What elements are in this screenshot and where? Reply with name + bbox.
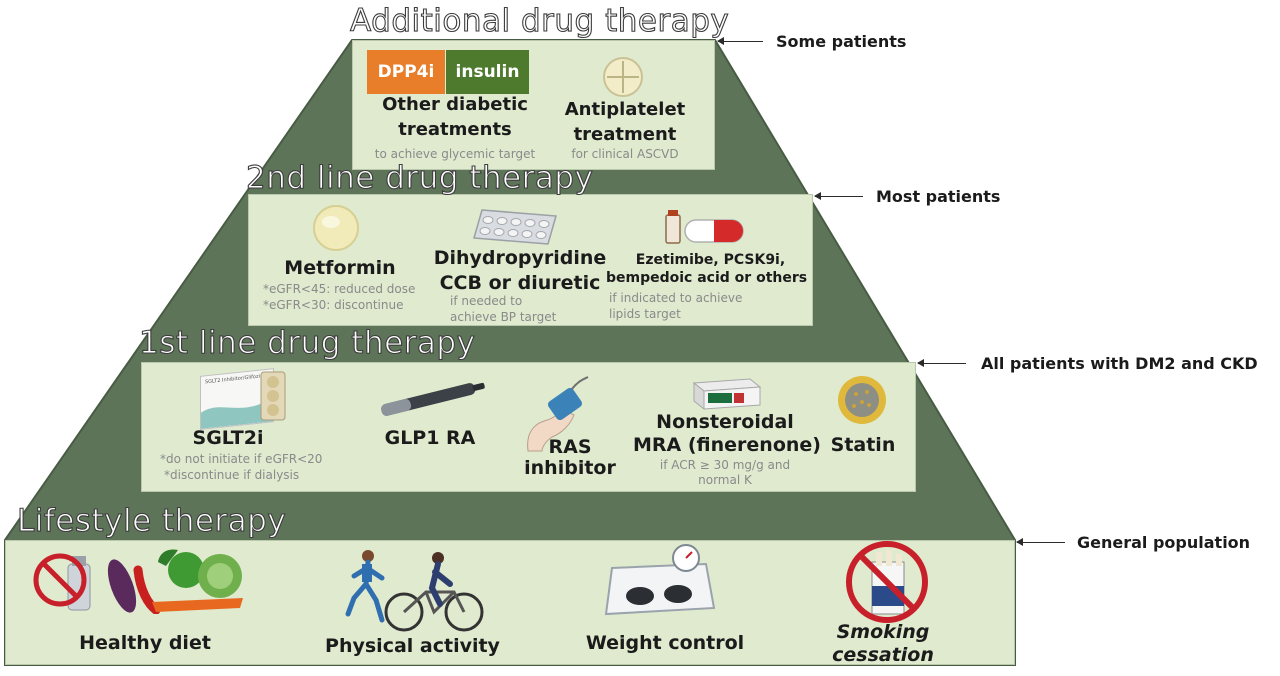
ccb-note-2: achieve BP target bbox=[450, 310, 557, 324]
ccb-label-line2: CCB or diuretic bbox=[439, 272, 601, 294]
other-diabetic-label-line1: Other diabetic bbox=[382, 94, 528, 115]
antiplatelet-label-line1: Antiplatelet bbox=[564, 99, 686, 120]
side-label-some-patients: Some patients bbox=[776, 32, 907, 51]
sglt2i-note-2: *discontinue if dialysis bbox=[164, 468, 300, 482]
side-label-all-patients: All patients with DM2 and CKD bbox=[981, 354, 1258, 373]
insulin-label: insulin bbox=[455, 62, 520, 82]
tier-lifestyle-title: Lifestyle therapy bbox=[16, 503, 287, 539]
mra-note-1: if ACR ≥ 30 mg/g and bbox=[659, 458, 791, 472]
healthy-diet-label: Healthy diet bbox=[79, 632, 211, 654]
tier-second-line-title: 2nd line drug therapy bbox=[245, 160, 594, 196]
mra-note-2: normal K bbox=[698, 473, 752, 487]
statin-label: Statin bbox=[830, 434, 896, 456]
sglt2i-label: SGLT2i bbox=[192, 427, 264, 449]
lipid-note-2: lipids target bbox=[609, 307, 681, 321]
other-diabetic-note: to achieve glycemic target bbox=[374, 147, 536, 161]
blood-pressure-icon bbox=[527, 376, 589, 452]
finerenone-box-icon bbox=[692, 378, 762, 411]
sglt2i-note-1: *do not initiate if eGFR<20 bbox=[160, 452, 323, 466]
insulin-badge: insulin bbox=[446, 50, 529, 94]
smoking-label-line2: cessation bbox=[832, 644, 934, 666]
sglt2i-box-icon: SGLT2 Inhibitor/Glifozina bbox=[200, 368, 274, 430]
antiplatelet-label-line2: treatment bbox=[573, 124, 677, 145]
ras-label-line1: RAS bbox=[548, 436, 592, 458]
side-label-general-population: General population bbox=[1077, 533, 1251, 552]
tablet-icon bbox=[603, 57, 643, 97]
blister-pack-icon bbox=[473, 209, 557, 245]
ccb-label-line1: Dihydropyridine bbox=[433, 247, 607, 269]
weight-control-label: Weight control bbox=[585, 632, 745, 654]
mra-label-line1: Nonsteroidal bbox=[656, 411, 794, 433]
tier-first-line-title: 1st line drug therapy bbox=[138, 325, 476, 361]
dpp4i-badge: DPP4i bbox=[367, 50, 445, 94]
arrow-most-patients bbox=[814, 192, 863, 200]
arrow-all-patients bbox=[917, 359, 966, 367]
metformin-pill-icon bbox=[313, 205, 359, 251]
arrow-general-population bbox=[1016, 538, 1065, 546]
sglt2i-pills-icon bbox=[260, 371, 286, 421]
smoking-label-line1: Smoking bbox=[836, 621, 930, 643]
ccb-note-1: if needed to bbox=[450, 294, 523, 308]
mra-label-line2: MRA (finerenone) bbox=[633, 434, 821, 456]
statin-cell-icon bbox=[838, 376, 886, 424]
antiplatelet-note: for clinical ASCVD bbox=[571, 147, 679, 161]
tier-additional-title: Additional drug therapy bbox=[349, 3, 730, 39]
dpp4i-label: DPP4i bbox=[377, 62, 435, 82]
injection-pen-icon bbox=[381, 382, 485, 416]
lipid-label-line2: bempedoic acid or others bbox=[606, 270, 808, 286]
metformin-label: Metformin bbox=[284, 257, 396, 279]
glp1-label: GLP1 RA bbox=[384, 427, 476, 449]
vial-capsule-icon bbox=[665, 210, 744, 244]
healthy-diet-icon bbox=[33, 549, 243, 614]
no-smoking-icon bbox=[846, 541, 928, 623]
weight-scale-icon bbox=[604, 544, 716, 616]
lipid-note-1: if indicated to achieve bbox=[609, 291, 743, 305]
other-diabetic-label-line2: treatments bbox=[398, 119, 512, 140]
lipid-label-line1: Ezetimibe, PCSK9i, bbox=[635, 252, 786, 268]
physical-activity-icon bbox=[345, 550, 484, 632]
side-label-most-patients: Most patients bbox=[876, 187, 1001, 206]
arrow-some-patients bbox=[717, 37, 763, 45]
metformin-note-1: *eGFR<45: reduced dose bbox=[263, 282, 416, 296]
physical-activity-label: Physical activity bbox=[325, 635, 500, 657]
ras-label-line2: inhibitor bbox=[524, 457, 616, 479]
metformin-note-2: *eGFR<30: discontinue bbox=[263, 298, 404, 312]
